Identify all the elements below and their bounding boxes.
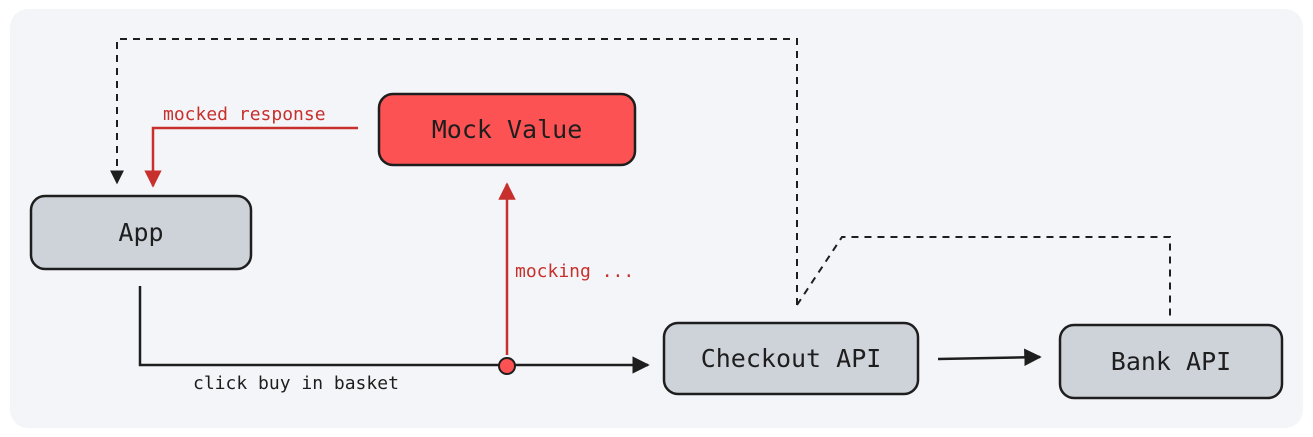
click-buy-arrow [138, 286, 650, 374]
node-checkout-api-label: Checkout API [701, 344, 882, 373]
node-checkout-api[interactable]: Checkout API [662, 321, 920, 396]
node-bank-api-label: Bank API [1111, 347, 1231, 376]
node-mock-value[interactable]: Mock Value [377, 92, 637, 167]
dashed-return-connector [110, 38, 798, 305]
node-app-label: App [118, 218, 163, 247]
node-app[interactable]: App [29, 194, 253, 271]
mocking-label: mocking ... [515, 261, 634, 282]
dashed-bank-connector [796, 236, 1171, 318]
node-bank-api[interactable]: Bank API [1058, 323, 1284, 400]
checkout-to-bank-arrow [937, 348, 1042, 367]
mocked-response-label: mocked response [163, 104, 326, 125]
click-buy-label: click buy in basket [193, 373, 399, 394]
mocked-response-arrow [144, 126, 358, 188]
node-mock-value-label: Mock Value [432, 115, 583, 144]
interception-point[interactable] [498, 357, 516, 375]
